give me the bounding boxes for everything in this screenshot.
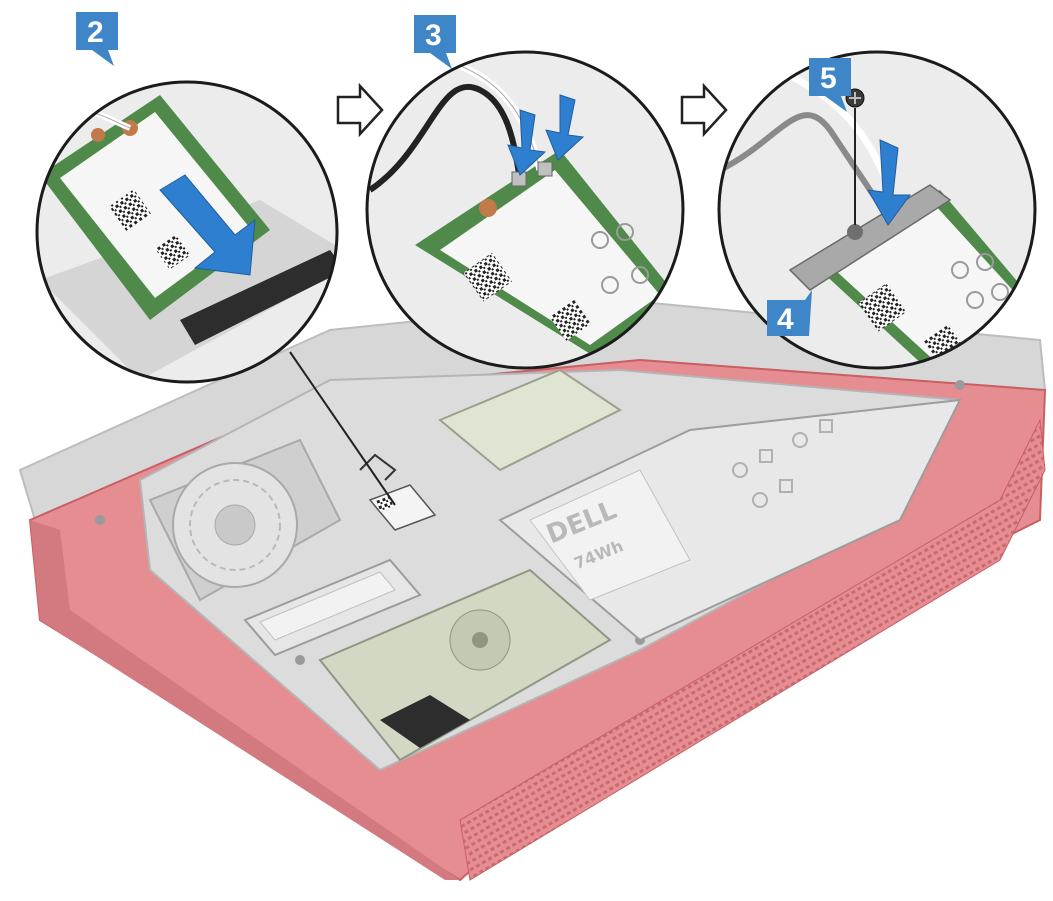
memory-module — [438, 368, 622, 472]
connect-cable-arrow — [507, 109, 547, 176]
step-badge-4: 4 — [767, 290, 812, 336]
step-number: 4 — [777, 303, 794, 336]
battery-regulatory-icons — [732, 419, 833, 508]
step-number: 3 — [425, 19, 442, 52]
screw-hole — [295, 655, 305, 665]
detail-view-steps-4-5 — [717, 50, 1037, 370]
step-badge-5: 5 — [809, 58, 851, 112]
sequence-arrow-icon — [680, 82, 728, 138]
step-number: 2 — [87, 16, 104, 49]
connect-cable-arrow — [545, 94, 585, 161]
hard-drive — [318, 568, 612, 762]
antenna-cable-black — [368, 84, 523, 193]
step-number: 5 — [820, 62, 837, 95]
vent-grille — [459, 418, 1046, 881]
sequence-arrow-icon — [336, 82, 384, 138]
solid-state-drive — [243, 558, 422, 657]
step-badge-2: 2 — [76, 12, 118, 66]
wireless-card-slot — [359, 453, 437, 531]
insert-direction-arrow — [159, 174, 256, 276]
screw-hole — [95, 515, 105, 525]
detail-view-step-2 — [35, 80, 339, 384]
callout-leader-line — [289, 351, 396, 506]
step-badge-3: 3 — [414, 15, 456, 69]
screw-hole — [955, 380, 965, 390]
cooling-fan — [148, 438, 342, 602]
battery: DELL 74Wh — [498, 398, 962, 642]
detail-view-step-3 — [365, 50, 685, 370]
bracket-place-arrow — [867, 139, 911, 226]
